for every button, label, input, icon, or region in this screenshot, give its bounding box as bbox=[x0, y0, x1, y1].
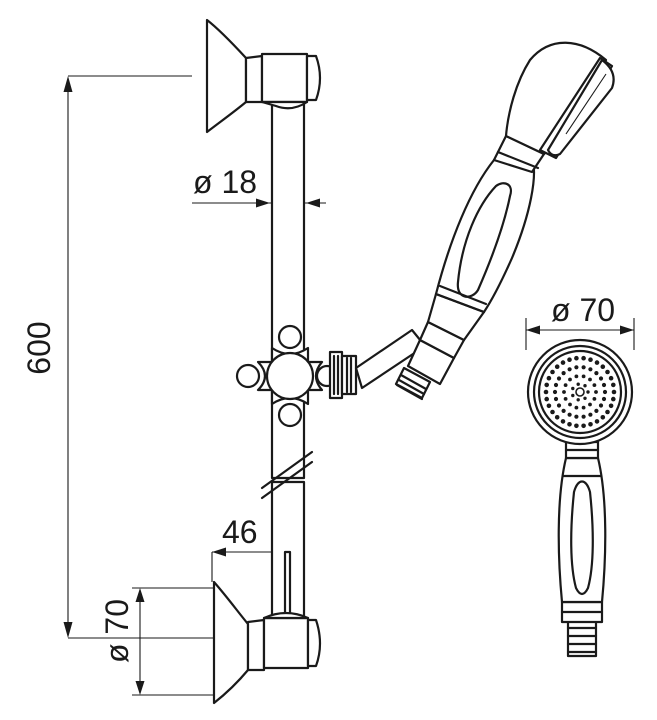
nozzle-dot bbox=[600, 415, 606, 420]
dim-bracket-70-label: ø 70 bbox=[99, 599, 135, 663]
nozzle-dot bbox=[568, 402, 572, 407]
nozzle-dot bbox=[594, 419, 600, 424]
nozzle-dot bbox=[574, 414, 579, 419]
handshower-holder bbox=[328, 328, 427, 400]
nozzle-dot bbox=[588, 357, 593, 363]
dim-head-70-label: ø 70 bbox=[551, 292, 615, 328]
nozzle-dot bbox=[574, 423, 579, 429]
nozzle-dot bbox=[546, 403, 552, 409]
nozzle-dot bbox=[563, 383, 568, 387]
nozzle-dot bbox=[581, 374, 586, 379]
nozzle-dot bbox=[598, 376, 604, 381]
nozzle-dot bbox=[567, 357, 572, 363]
nozzle-dot bbox=[567, 422, 572, 427]
nozzle-dot bbox=[543, 389, 549, 395]
nozzle-dot bbox=[556, 376, 562, 381]
nozzle-dot bbox=[605, 369, 610, 375]
nozzle-dot bbox=[594, 360, 600, 365]
nozzle-dot bbox=[601, 382, 607, 388]
dimension-bar-diameter: ø 18 bbox=[192, 164, 326, 208]
nozzle-dot bbox=[553, 396, 559, 402]
nozzle-dot bbox=[561, 371, 566, 376]
nozzle-dot bbox=[594, 371, 599, 376]
nozzle-dot bbox=[544, 382, 549, 388]
nozzle-dot bbox=[567, 367, 572, 372]
top-wall-bracket bbox=[205, 18, 322, 134]
slider-cross-knob bbox=[235, 324, 339, 428]
nozzle-dot bbox=[567, 412, 572, 417]
nozzle-dot bbox=[588, 377, 592, 382]
nozzle-dot bbox=[600, 364, 606, 370]
nozzle-dot bbox=[608, 403, 614, 409]
nozzle-dot bbox=[560, 419, 566, 424]
nozzle-dot bbox=[594, 408, 599, 413]
dim-600-label: 600 bbox=[21, 321, 57, 374]
nozzle-dot bbox=[581, 414, 586, 419]
nozzle-dot bbox=[586, 390, 590, 394]
nozzle-dot bbox=[562, 390, 566, 394]
nozzle-dot bbox=[588, 412, 593, 417]
nozzle-dot bbox=[594, 390, 598, 394]
nozzle-dot bbox=[574, 374, 579, 379]
nozzle-dot bbox=[552, 389, 558, 395]
nozzle-dot bbox=[544, 396, 549, 402]
nozzle-dot bbox=[574, 365, 579, 370]
dimension-600: 600 bbox=[21, 75, 232, 639]
center-nozzle bbox=[575, 387, 585, 397]
nozzle-dot bbox=[550, 409, 555, 415]
dimension-bracket-diameter: ø 70 bbox=[99, 587, 214, 696]
handshower-front-view bbox=[526, 338, 634, 658]
nozzle-dot bbox=[602, 389, 608, 395]
nozzle-dot bbox=[611, 389, 617, 395]
dim-46-label: 46 bbox=[222, 514, 258, 550]
nozzle-dot bbox=[554, 415, 560, 420]
nozzle-dot bbox=[605, 409, 610, 415]
nozzle-dot bbox=[611, 396, 616, 402]
nozzle-pattern bbox=[543, 355, 617, 429]
nozzle-dot bbox=[568, 377, 572, 382]
nozzle-dot bbox=[592, 383, 597, 387]
nozzle-dot bbox=[556, 403, 562, 408]
nozzle-dot bbox=[550, 369, 555, 375]
nozzle-dot bbox=[588, 402, 592, 407]
nozzle-dot bbox=[574, 405, 579, 410]
nozzle-dot bbox=[576, 398, 580, 402]
nozzle-dot bbox=[571, 393, 575, 398]
nozzle-dot bbox=[563, 397, 568, 401]
nozzle-dot bbox=[546, 375, 552, 381]
nozzle-dot bbox=[574, 355, 579, 361]
bottom-wall-bracket bbox=[212, 580, 322, 705]
nozzle-dot bbox=[571, 386, 575, 391]
nozzle-dot bbox=[576, 382, 580, 386]
nozzle-dot bbox=[583, 396, 587, 400]
nozzle-dot bbox=[583, 384, 587, 388]
nozzle-dot bbox=[611, 382, 616, 388]
dim-18-label: ø 18 bbox=[193, 164, 257, 200]
nozzle-dot bbox=[592, 397, 597, 401]
nozzle-dot bbox=[561, 408, 566, 413]
dimension-head-diameter: ø 70 bbox=[525, 292, 635, 350]
nozzle-dot bbox=[553, 382, 559, 388]
nozzle-dot bbox=[601, 396, 607, 402]
nozzle-dot bbox=[560, 360, 566, 365]
nozzle-dot bbox=[598, 403, 604, 408]
nozzle-dot bbox=[581, 423, 586, 429]
nozzle-dot bbox=[608, 375, 614, 381]
nozzle-dot bbox=[588, 367, 593, 372]
nozzle-dot bbox=[581, 365, 586, 370]
nozzle-dot bbox=[581, 355, 586, 361]
nozzle-dot bbox=[554, 364, 560, 370]
nozzle-dot bbox=[588, 422, 593, 427]
nozzle-dot bbox=[581, 405, 586, 410]
handshower-angled bbox=[394, 41, 615, 401]
